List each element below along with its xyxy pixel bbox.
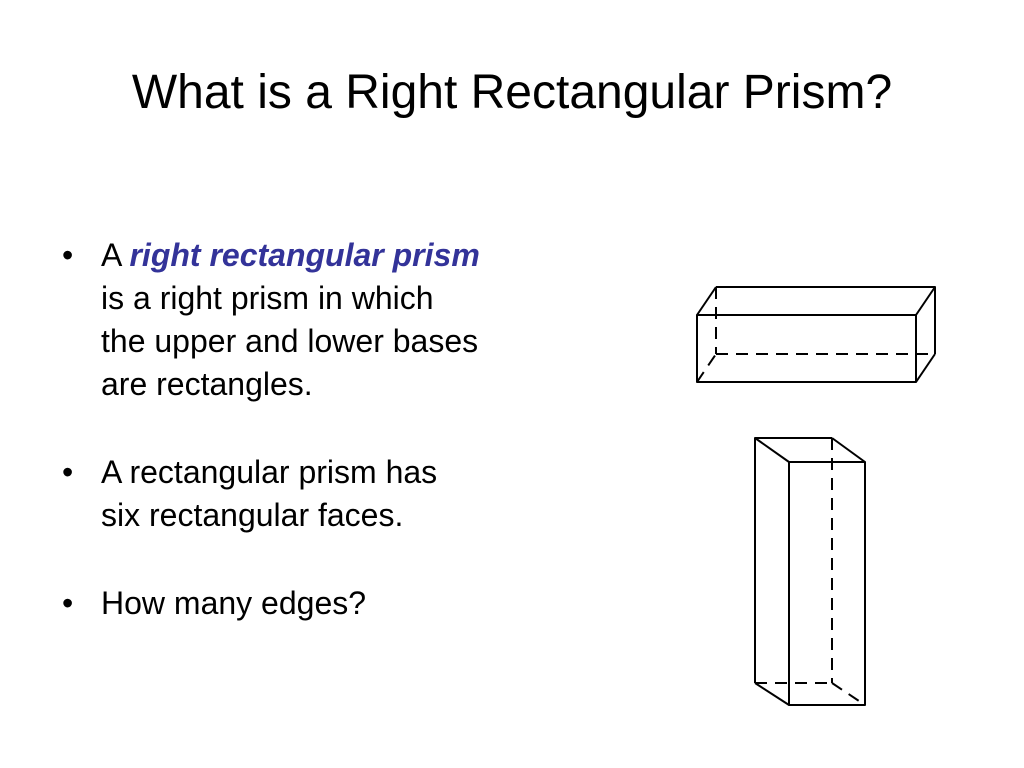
bullet-line: the upper and lower bases [101, 323, 479, 359]
prism-front-face [788, 461, 866, 706]
prism-edge [831, 437, 866, 463]
prism-hidden-edge [831, 682, 866, 706]
bullet-icon: • [62, 237, 74, 273]
vertical-prism-figure [754, 437, 866, 706]
prism-edge [696, 286, 717, 316]
bullet-line: How many edges? [101, 585, 367, 621]
bullet-faces: • A rectangular prism has six rectangula… [56, 451, 616, 537]
prism-front-face [696, 314, 917, 383]
bullet-line: A rectangular prism has [101, 454, 438, 490]
prism-edge [754, 682, 790, 706]
prism-edge [915, 353, 936, 383]
slide-title: What is a Right Rectangular Prism? [131, 66, 893, 119]
prism-back-edges [754, 437, 832, 683]
horizontal-prism-figure [696, 286, 936, 383]
bullet-line: are rectangles. [101, 366, 313, 402]
bullet-definition: • A right rectangular prism is a right p… [56, 234, 616, 406]
bullet-icon: • [62, 585, 74, 621]
bullet-question: • How many edges? [56, 582, 616, 625]
bullet-icon: • [62, 454, 74, 490]
bullet-line: six rectangular faces. [101, 497, 404, 533]
highlighted-term: right rectangular prism [129, 237, 480, 273]
prism-edge [915, 286, 936, 316]
bullet-prefix: A [101, 237, 130, 273]
bullet-line: is a right prism in which [101, 280, 434, 316]
bullet-line: A right rectangular prism [101, 234, 616, 277]
bullet-list: • A right rectangular prism is a right p… [56, 234, 616, 625]
prism-hidden-edge [696, 353, 717, 383]
prism-back-edges [716, 286, 936, 354]
prism-edge [754, 437, 790, 463]
